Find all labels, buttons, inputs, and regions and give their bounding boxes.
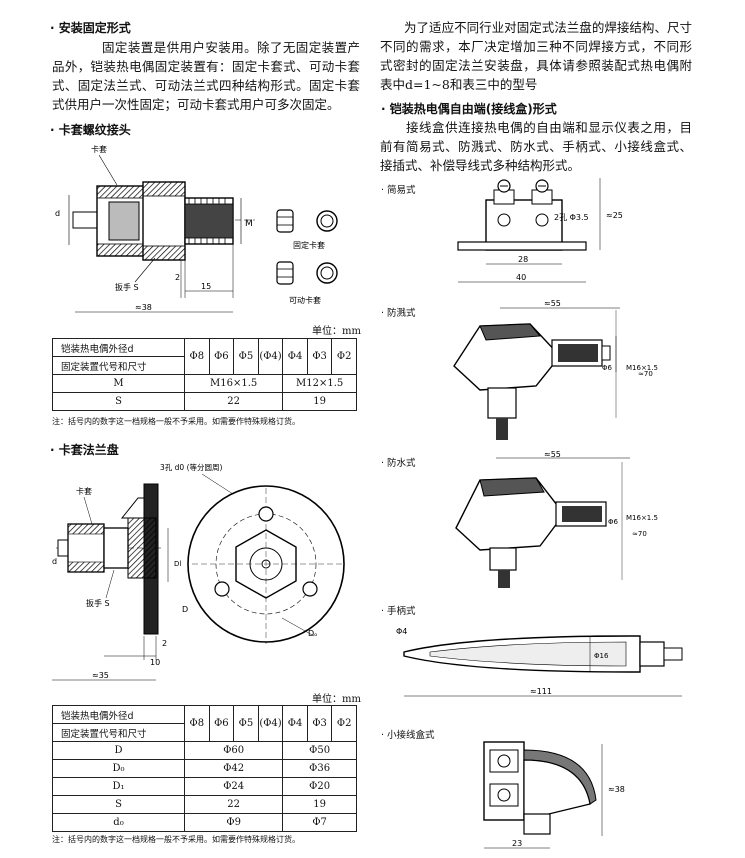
svg-text:≈111: ≈111 [530, 687, 552, 696]
svg-text:≈55: ≈55 [544, 299, 561, 308]
splash-type-drawing: ≈55 Φ6 M16×1.5 ≈70 [453, 299, 658, 440]
dim-two: 2 [175, 273, 180, 282]
table1-head1: 铠装热电偶外径d [51, 338, 186, 357]
label-kataо-2: 卡套 [76, 486, 92, 496]
table1-unit: 单位：mm [312, 326, 361, 337]
label-d: d [55, 209, 60, 218]
water-type-drawing: ≈55 Φ6 M16×1.5 ≈70 [455, 450, 658, 588]
section-title-junction-box: · 铠装热电偶自由端(接线盒)形式 [381, 102, 557, 116]
label-m: M [245, 219, 253, 229]
type-simple-label: · 简易式 [381, 185, 416, 196]
table2-head2: 固定装置代号和尺寸 [51, 723, 186, 742]
svg-text:≈70: ≈70 [638, 370, 653, 378]
dim-thirty-five: ≈35 [92, 671, 109, 680]
dim-thirty-eight: ≈38 [135, 303, 152, 312]
flange-drawing: 3孔 d0 (等分圆周) 卡套 d 扳手 S Dl D 2 10 ≈35 Dₒ [52, 462, 345, 681]
table1-note: 注：括号内的数字这一档规格一般不予采用。如需要作特殊规格订货。 [52, 417, 300, 426]
label-dl: Dl [174, 560, 181, 568]
label-D: D [182, 605, 188, 614]
svg-text:≈70: ≈70 [632, 530, 647, 538]
svg-text:Φ6: Φ6 [608, 518, 619, 526]
dim-fifteen: 15 [201, 282, 211, 291]
section-title-thread-fitting: · 卡套螺纹接头 [50, 123, 131, 137]
mini-type-drawing: ≈38 23 [483, 741, 625, 849]
label-movable-sleeve: 可动卡套 [289, 295, 321, 305]
section-title-flange: · 卡套法兰盘 [50, 443, 119, 457]
svg-text:M16×1.5: M16×1.5 [626, 514, 658, 522]
simple-holes: 2孔 Φ3.5 [554, 213, 589, 222]
junction-box-text: 接线盒供连接热电偶的自由端和显示仪表之用，目前有简易式、防溅式、防水式、手柄式、… [380, 120, 692, 173]
label-do: Dₒ [308, 629, 317, 638]
dim-ten: 10 [150, 658, 160, 667]
svg-text:≈38: ≈38 [608, 785, 625, 794]
handle-type-drawing: Φ4 Φ16 ≈111 [396, 627, 683, 697]
label-wrench: 扳手 S [115, 282, 139, 292]
svg-text:Φ6: Φ6 [602, 364, 613, 372]
table1: 铠装热电偶外径d Φ8 Φ6 Φ5 (Φ4) Φ4 Φ3 Φ2 固定装置代号和尺… [51, 338, 357, 411]
table2-head1: 铠装热电偶外径d [51, 705, 186, 724]
simple-type-drawing: 2孔 Φ3.5 ≈25 28 40 [457, 178, 623, 283]
type-handle-label: · 手柄式 [381, 606, 416, 617]
thread-fitting-drawing: 卡套 d M 扳手 S 2 15 ≈38 固定卡套 可动卡套 [55, 144, 338, 313]
intro-text: 为了适应不同行业对固定式法兰盘的焊接结构、尺寸不同的需求，本厂决定增加三种不同焊… [380, 20, 692, 92]
label-kataо: 卡套 [91, 144, 107, 154]
label-fixed-sleeve: 固定卡套 [293, 240, 325, 250]
section-title-mounting: · 安装固定形式 [50, 21, 131, 35]
table2-unit: 单位：mm [312, 694, 361, 705]
label-wrench-2: 扳手 S [86, 598, 110, 608]
table1-head2: 固定装置代号和尺寸 [51, 356, 186, 375]
svg-text:Φ16: Φ16 [594, 652, 609, 660]
type-water-label: · 防水式 [381, 458, 416, 469]
label-d-2: d [52, 557, 57, 566]
svg-text:23: 23 [512, 839, 522, 848]
type-splash-label: · 防溅式 [381, 308, 416, 319]
type-mini-label: · 小接线盒式 [381, 730, 435, 741]
table2: 铠装热电偶外径d Φ8 Φ6 Φ5 (Φ4) Φ4 Φ3 Φ2 固定装置代号和尺… [51, 705, 357, 832]
table2-note: 注：括号内的数字这一档规格一般不予采用。如需要作特殊规格订货。 [52, 835, 300, 844]
label-holes: 3孔 d0 (等分圆周) [160, 462, 222, 472]
dim-two-2: 2 [162, 639, 167, 648]
simple-w28: 28 [518, 255, 528, 264]
simple-height: ≈25 [606, 211, 623, 220]
simple-w40: 40 [516, 273, 526, 282]
svg-text:≈55: ≈55 [544, 450, 561, 459]
mounting-text: 固定装置是供用户安装用。除了无固定装置产品外，铠装热电偶固定装置有：固定卡套式、… [52, 40, 360, 112]
svg-text:Φ4: Φ4 [396, 627, 407, 636]
svg-text:M16×1.5: M16×1.5 [626, 364, 658, 372]
